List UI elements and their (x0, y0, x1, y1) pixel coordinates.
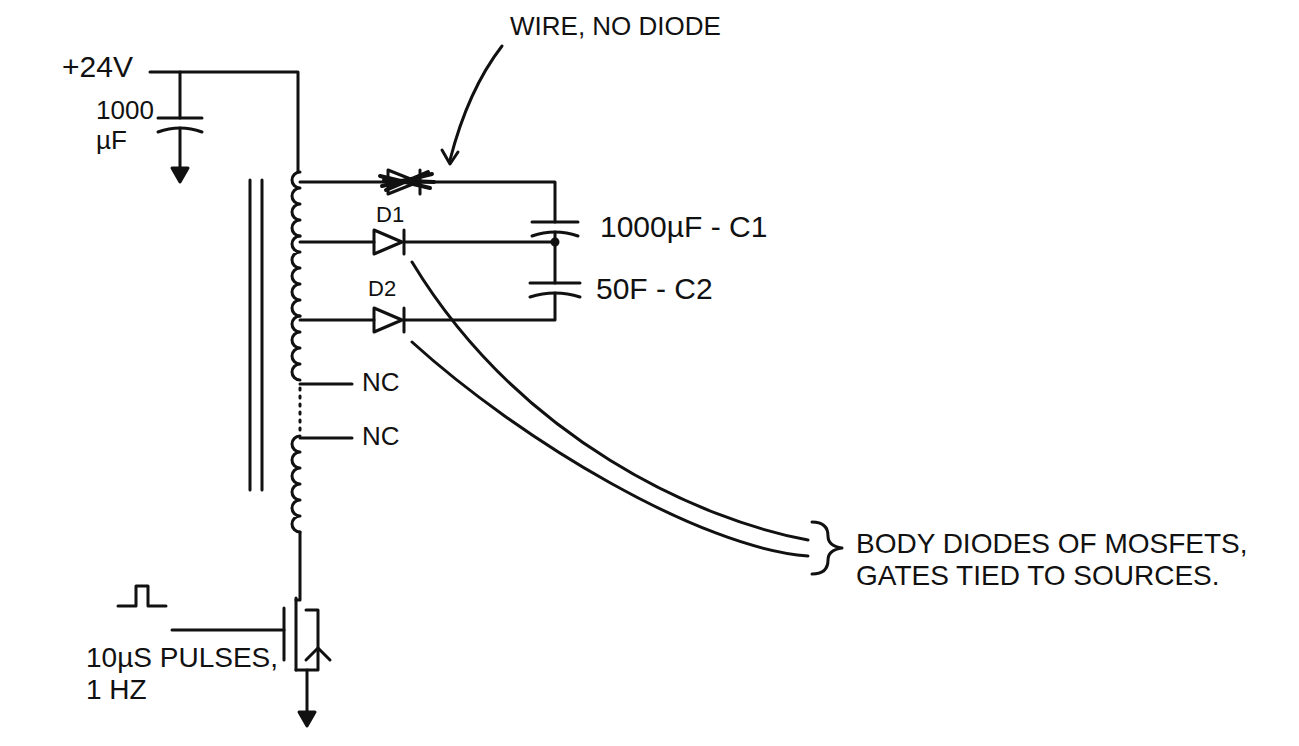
wire (179, 128, 182, 168)
wire (300, 383, 352, 386)
leader-line (412, 262, 808, 540)
signal-note: 10µS PULSES, 1 HZ (86, 642, 298, 706)
diode-symbol (374, 230, 402, 254)
part-name: D1 (376, 202, 404, 227)
ground-symbol (172, 168, 188, 182)
ground-symbol (299, 712, 315, 726)
scribble (380, 172, 434, 190)
pin-label: NC (362, 368, 400, 398)
part-name: D2 (368, 276, 396, 301)
transformer-core (261, 180, 264, 490)
winding-gap (299, 388, 302, 430)
pin-label: NC (362, 422, 400, 452)
arrowhead (442, 150, 458, 164)
wire (306, 670, 309, 712)
capacitor-plate (532, 221, 578, 224)
transformer-core (249, 180, 252, 490)
junction-dot (552, 239, 558, 245)
diode-symbol (403, 308, 406, 332)
mosfet-body (306, 648, 330, 660)
winding (292, 436, 300, 532)
wire (300, 241, 374, 244)
winding (292, 236, 300, 316)
gate-wire (172, 629, 284, 632)
capacitor-value: 1000µF - C1 (600, 210, 767, 245)
leader-line (412, 342, 808, 556)
capacitor-plate (530, 282, 580, 285)
wire (404, 293, 555, 320)
wire (404, 241, 555, 244)
wire (296, 532, 300, 600)
mosfet-channel (295, 598, 298, 670)
leader-line (450, 46, 502, 160)
note-label: BODY DIODES OF MOSFETS, GATES TIED TO SO… (856, 528, 1286, 592)
wire (179, 72, 182, 118)
capacitor-value: 1000 µF (96, 96, 166, 156)
note-label: WIRE, NO DIODE (510, 12, 721, 42)
brace (812, 522, 842, 574)
wire (300, 319, 374, 322)
capacitor-plate (158, 117, 202, 120)
voltage-label: +24V (62, 50, 133, 85)
pulse-symbol (118, 586, 166, 606)
wire (300, 437, 352, 440)
winding (292, 316, 300, 380)
mosfet-gate (283, 608, 286, 660)
diode-symbol (374, 308, 402, 332)
capacitor-value: 50F - C2 (596, 272, 713, 307)
supply-wire (150, 72, 298, 172)
